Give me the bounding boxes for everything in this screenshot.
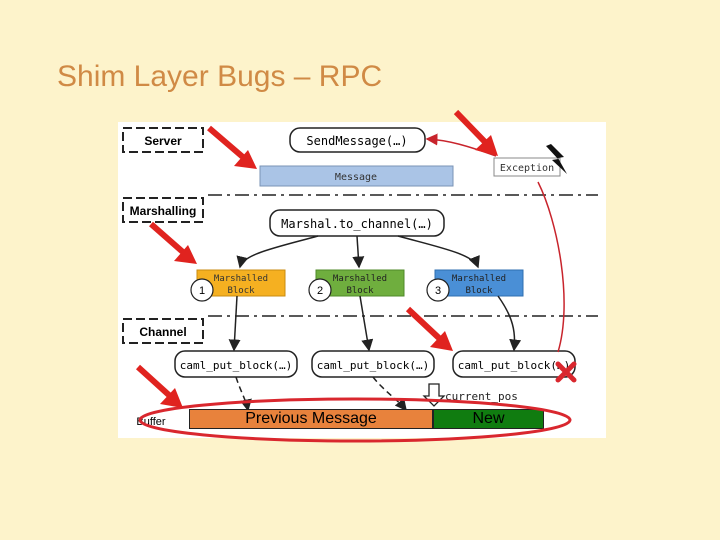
buffer-new-label: New <box>472 410 505 427</box>
svg-text:Block: Block <box>465 286 493 296</box>
block-number-1: 1 <box>190 278 214 302</box>
put-block-node-3: caml_put_block(…) <box>452 350 576 378</box>
write-arrow <box>235 376 252 412</box>
svg-text:SendMessage(…): SendMessage(…) <box>306 134 407 148</box>
flow-arrow <box>359 295 374 352</box>
flow-arrow <box>397 235 480 269</box>
svg-text:Marshal.to_channel(…): Marshal.to_channel(…) <box>281 217 433 231</box>
layer-label-server: Server <box>122 127 204 153</box>
flow-arrow <box>236 235 319 269</box>
svg-text:Marshalled: Marshalled <box>214 274 268 284</box>
current-pos-label: current_pos <box>445 390 518 403</box>
svg-text:3: 3 <box>435 285 441 297</box>
svg-text:Message: Message <box>335 172 377 183</box>
svg-text:caml_put_block(…): caml_put_block(…) <box>180 359 293 372</box>
put-block-node-1: caml_put_block(…) <box>174 350 298 378</box>
lightning-icon <box>546 144 567 174</box>
exception-node: Exception <box>493 157 561 177</box>
svg-text:Exception: Exception <box>500 163 554 174</box>
marshal-node: Marshal.to_channel(…) <box>269 209 445 237</box>
message-node: Message <box>259 165 454 187</box>
svg-text:caml_put_block(…): caml_put_block(…) <box>317 359 430 372</box>
exception-return-path <box>425 133 497 157</box>
current-pos-arrow <box>422 383 446 407</box>
exception-return-path <box>537 181 565 353</box>
svg-text:Server: Server <box>144 134 182 148</box>
block-number-2: 2 <box>308 278 332 302</box>
svg-text:caml_put_block(…): caml_put_block(…) <box>458 359 571 372</box>
svg-text:Marshalled: Marshalled <box>452 274 506 284</box>
block-number-3: 3 <box>426 278 450 302</box>
rpc-diagram: Server Marshalling Channel Buffer SendMe… <box>118 122 606 438</box>
flow-arrow <box>228 295 241 352</box>
flow-arrow <box>352 235 365 269</box>
svg-text:Marshalled: Marshalled <box>333 274 387 284</box>
svg-text:2: 2 <box>317 285 323 297</box>
layer-label-buffer: Buffer <box>136 416 165 428</box>
svg-text:Channel: Channel <box>139 325 186 339</box>
flow-arrow <box>497 295 522 352</box>
svg-text:1: 1 <box>199 285 205 297</box>
buffer-previous-label: Previous Message <box>245 410 377 427</box>
put-block-node-2: caml_put_block(…) <box>311 350 435 378</box>
layer-label-marshalling: Marshalling <box>122 197 204 223</box>
svg-text:Block: Block <box>346 286 374 296</box>
send-message-node: SendMessage(…) <box>289 127 426 153</box>
svg-text:Block: Block <box>227 286 255 296</box>
failure-icon <box>555 361 577 383</box>
svg-text:Marshalling: Marshalling <box>130 204 197 218</box>
layer-label-channel: Channel <box>122 318 204 344</box>
slide-title: Shim Layer Bugs – RPC <box>57 60 383 93</box>
write-arrow <box>372 376 407 412</box>
